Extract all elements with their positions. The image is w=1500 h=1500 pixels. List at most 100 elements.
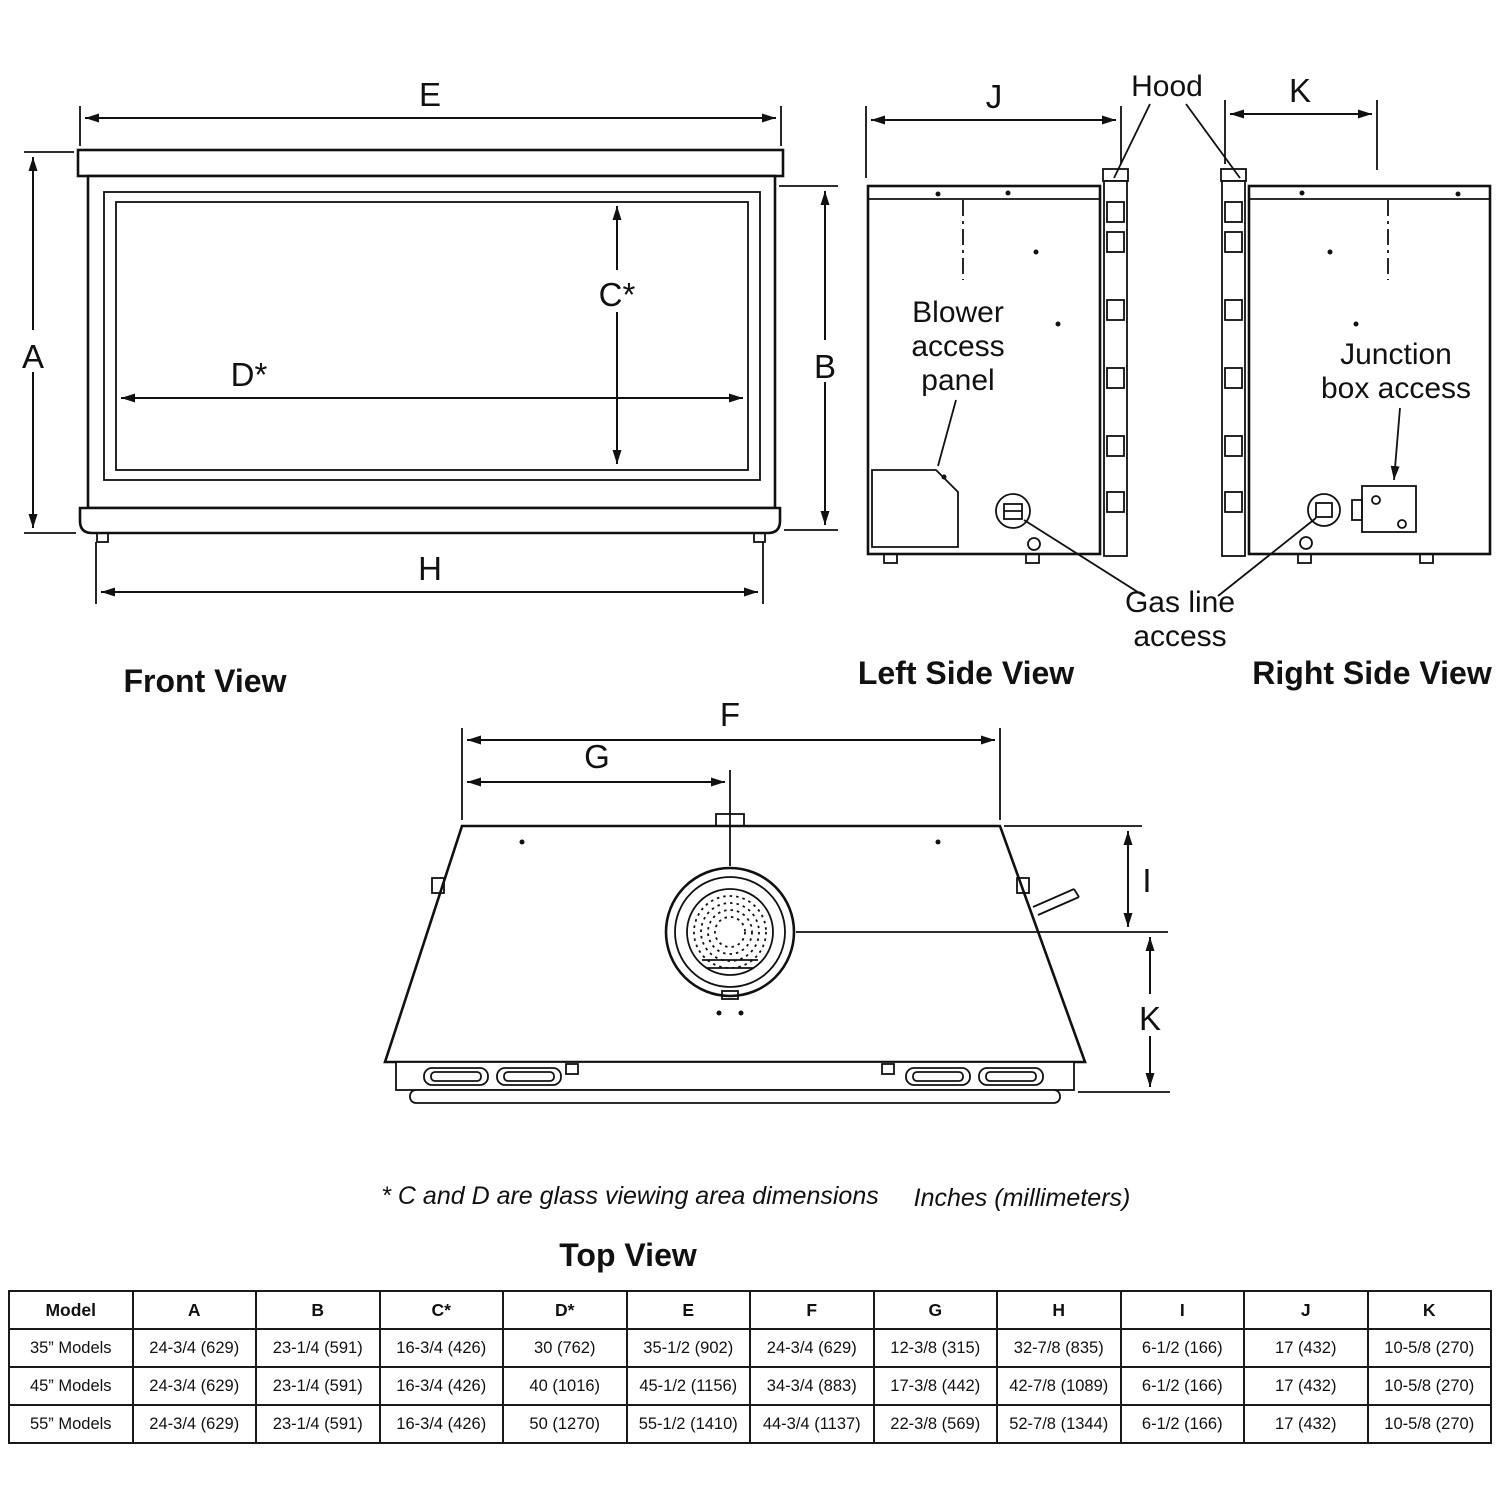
dim-f: F [461,696,1001,820]
dimension-cell: 17 (432) [1243,1328,1369,1368]
gas-line-annotation: Gas line access [1023,517,1317,653]
dim-label-a: A [22,338,44,375]
dim-h: H [95,542,764,604]
dimension-cell: 45-1/2 (1156) [625,1366,751,1406]
column-header-model: Model [8,1290,134,1330]
dim-label-g: G [584,738,610,775]
dimension-cell: 10-5/8 (270) [1366,1404,1492,1444]
top-view-title: Top View [559,1237,697,1273]
table-header-row: Model A B C* D* E F G H I J K [8,1290,1492,1330]
dim-label-k-top: K [1139,1000,1161,1037]
dimension-cell: 16-3/4 (426) [378,1366,504,1406]
dimension-cell: 52-7/8 (1344) [996,1404,1122,1444]
dimension-cell: 42-7/8 (1089) [996,1366,1122,1406]
dimension-cell: 24-3/4 (629) [131,1328,257,1368]
blower-label-line3: panel [921,364,994,397]
front-base [78,506,782,535]
dimension-cell: 6-1/2 (166) [1119,1328,1245,1368]
gas-line-label-line1: Gas line [1125,586,1235,619]
left-side-view: J Blower access panel Left Side View [858,78,1129,691]
top-view: F G I K Top View [383,696,1170,1273]
right-side-view: K Junction box access Right Side View [1220,72,1492,691]
column-header: E [625,1290,751,1330]
gas-line-label-line2: access [1133,620,1226,653]
right-side-view-title: Right Side View [1252,655,1492,691]
dimension-cell: 6-1/2 (166) [1119,1404,1245,1444]
technical-drawing: E A B C* D* [15,70,1492,1273]
dimension-cell: 12-3/8 (315) [872,1328,998,1368]
side-clip [1016,877,1030,894]
dimension-cell: 10-5/8 (270) [1366,1366,1492,1406]
hood-annotation: Hood [1113,70,1241,179]
dim-e: E [79,76,782,146]
blower-access-panel [871,469,959,548]
blower-label-line2: access [911,330,1004,363]
dimension-cell: 24-3/4 (629) [131,1366,257,1406]
dim-j: J [865,78,1122,178]
junction-box [1361,485,1417,533]
dim-label-c: C* [599,276,636,313]
column-header: F [749,1290,875,1330]
column-header: H [996,1290,1122,1330]
dimensions-table: Model A B C* D* E F G H I J K 35” Models… [8,1290,1492,1444]
model-cell: 45” Models [8,1366,134,1406]
front-foot [96,532,109,543]
left-side-body [866,184,1102,556]
dim-k-side: K [1224,72,1378,170]
table-row: 35” Models 24-3/4 (629) 23-1/4 (591) 16-… [8,1328,1492,1368]
dim-d: D* [121,356,743,403]
dimension-cell: 17 (432) [1243,1366,1369,1406]
dimension-cell: 34-3/4 (883) [749,1366,875,1406]
dim-label-k-side: K [1289,72,1311,109]
column-header: J [1243,1290,1369,1330]
dimension-cell: 10-5/8 (270) [1366,1328,1492,1368]
dim-label-j: J [986,78,1003,115]
side-clip [431,877,445,894]
dimension-cell: 6-1/2 (166) [1119,1366,1245,1406]
dim-label-i: I [1142,862,1151,899]
dim-b: B [779,185,843,531]
dimension-cell: 50 (1270) [502,1404,628,1444]
column-header: K [1366,1290,1492,1330]
dimension-cell: 35-1/2 (902) [625,1328,751,1368]
column-header: G [872,1290,998,1330]
dimension-cell: 23-1/4 (591) [255,1328,381,1368]
dimension-cell: 30 (762) [502,1328,628,1368]
dimension-cell: 17-3/8 (442) [872,1366,998,1406]
dimension-cell: 16-3/4 (426) [378,1328,504,1368]
dimension-cell: 44-3/4 (1137) [749,1404,875,1444]
dim-label-f: F [720,696,740,733]
front-view-title: Front View [124,663,287,699]
dim-k-top: K [1078,937,1170,1093]
dim-g: G [467,738,731,866]
blower-access-annotation: Blower access panel [911,296,1005,467]
dimension-cell: 23-1/4 (591) [255,1404,381,1444]
pipe-detail [1032,888,1080,916]
dim-label-d: D* [231,356,268,393]
junction-box-annotation: Junction box access [1321,338,1471,481]
dimension-cell: 55-1/2 (1410) [625,1404,751,1444]
glass-dimensions-note: * C and D are glass viewing area dimensi… [381,1182,878,1210]
dim-label-b: B [814,348,836,385]
glass-frame-inner [115,201,749,471]
units-note: Inches (millimeters) [914,1184,1131,1212]
column-header: C* [378,1290,504,1330]
dim-i: I [796,825,1168,933]
column-header: A [131,1290,257,1330]
dimension-cell: 22-3/8 (569) [872,1404,998,1444]
dimension-cell: 40 (1016) [502,1366,628,1406]
dim-label-e: E [419,76,441,113]
model-cell: 35” Models [8,1328,134,1368]
column-header: D* [502,1290,628,1330]
front-foot [753,532,766,543]
dimension-cell: 23-1/4 (591) [255,1366,381,1406]
blower-label-line1: Blower [912,296,1004,329]
front-view: E A B C* D* [15,76,843,699]
junction-label-line1: Junction [1340,338,1452,371]
column-header: B [255,1290,381,1330]
dimension-cell: 24-3/4 (629) [131,1404,257,1444]
dim-c: C* [590,206,644,464]
table-row: 55” Models 24-3/4 (629) 23-1/4 (591) 16-… [8,1404,1492,1444]
hood-tab [1220,168,1247,182]
dim-a: A [15,151,76,534]
